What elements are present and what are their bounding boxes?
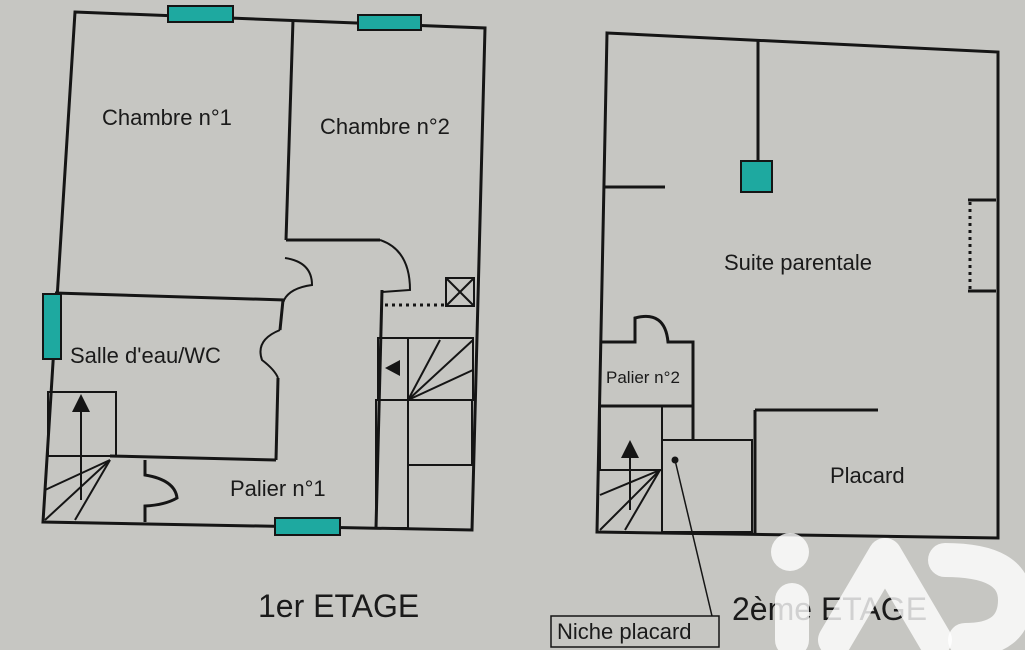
outer-wall: [595, 31, 1000, 540]
door-arc: [379, 239, 412, 293]
watermark-logo: [771, 533, 1025, 650]
door-arc: [259, 329, 281, 379]
room-label: Chambre n°2: [320, 114, 450, 139]
room-label: Suite parentale: [724, 250, 872, 275]
niche-placard-area: [661, 439, 753, 533]
window: [274, 517, 341, 536]
wall: [600, 315, 695, 408]
room-label: Salle d'eau/WC: [70, 343, 221, 368]
window: [167, 5, 234, 23]
door-arc: [283, 257, 314, 301]
arrow-icon: [72, 394, 90, 412]
wall: [284, 19, 295, 241]
room-label: Palier n°2: [606, 368, 680, 387]
room-label: Placard: [830, 463, 905, 488]
second-floor-plan: Niche placard Suite parentale Palier n°2…: [550, 31, 1000, 648]
wall: [109, 454, 277, 462]
floor-title: 1er ETAGE: [258, 588, 419, 624]
room-label: Chambre n°1: [102, 105, 232, 130]
first-floor-plan: Chambre n°1 Chambre n°2 Salle d'eau/WC P…: [41, 5, 487, 624]
callout-line: [674, 459, 713, 617]
callout-box: [550, 615, 720, 648]
duct-icon: [445, 277, 475, 307]
staircase: [599, 405, 663, 531]
outer-wall: [41, 10, 487, 532]
room-label: Palier n°1: [230, 476, 326, 501]
duct: [740, 160, 773, 193]
wall: [54, 291, 286, 302]
window: [42, 293, 62, 360]
wall: [278, 299, 285, 331]
wall: [274, 377, 280, 461]
callout-label: Niche placard: [557, 619, 692, 644]
door-arc: [143, 460, 179, 522]
window: [357, 14, 422, 31]
arrow-icon: [385, 360, 400, 376]
staircase: [375, 337, 474, 529]
staircase: [44, 391, 117, 521]
arrow-icon: [621, 440, 639, 458]
